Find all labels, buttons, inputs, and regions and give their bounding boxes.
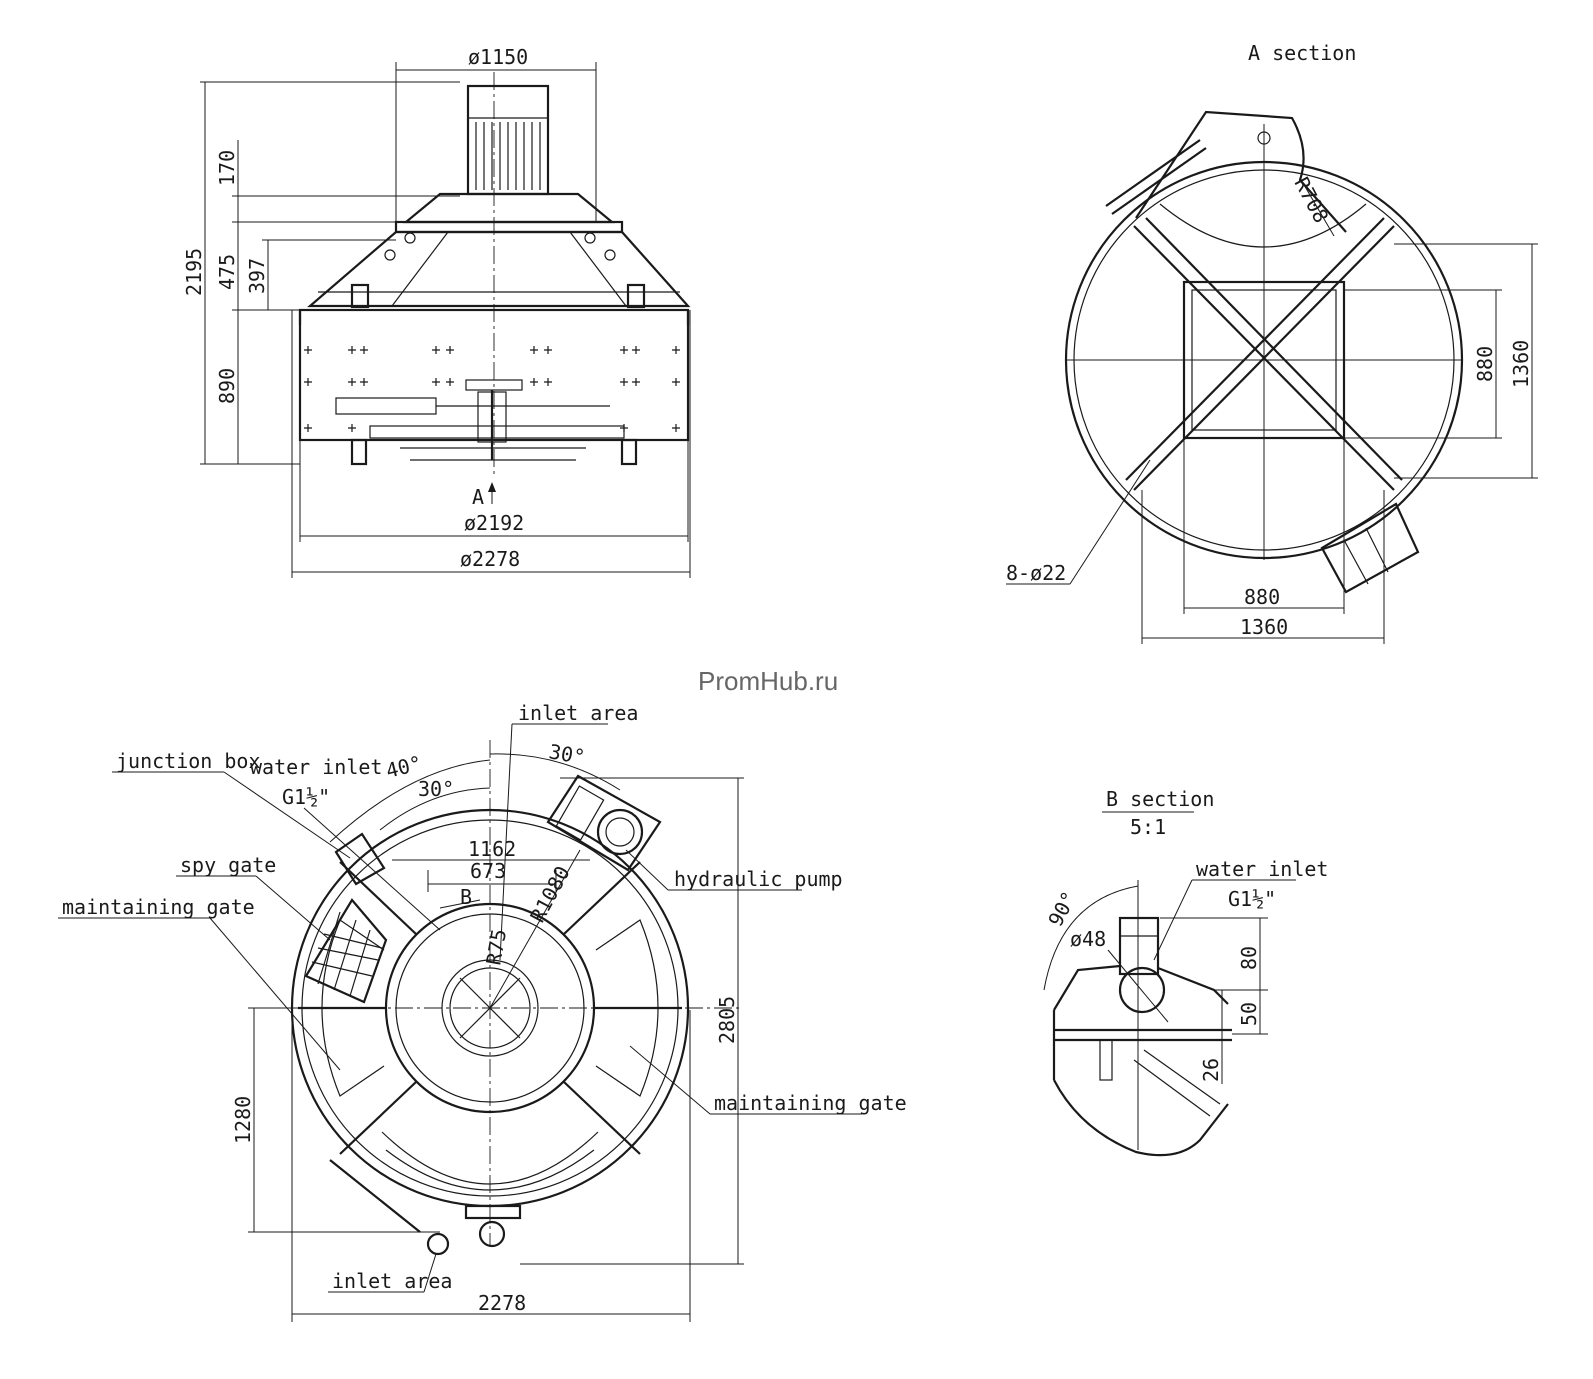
section-a-view: A section R708 880 1360 — [1006, 41, 1538, 644]
section-b-scale: 5:1 — [1130, 815, 1166, 839]
dim-top-diameter: ø1150 — [468, 45, 528, 69]
angle-90: 90° — [1043, 887, 1081, 930]
section-mark-a: A — [472, 485, 484, 509]
dim-holes: 8-ø22 — [1006, 561, 1066, 585]
dim-50: 50 — [1237, 1002, 1261, 1026]
label-junction-box: junction box — [116, 749, 261, 773]
dim-2805: 2805 — [715, 996, 739, 1044]
dim-outer-diameter: ø2278 — [460, 547, 520, 571]
dim-673: 673 — [470, 859, 506, 883]
plan-view: inlet area junction box water inlet G1½"… — [58, 701, 907, 1322]
dim-2195: 2195 — [182, 248, 206, 296]
spy-gate-grid — [304, 898, 388, 1004]
dim-1280: 1280 — [231, 1096, 255, 1144]
dim-48: ø48 — [1070, 927, 1106, 951]
drum-bolt-marks — [304, 346, 680, 432]
label-hydraulic-pump: hydraulic pump — [674, 867, 843, 891]
watermark: PromHub.ru — [698, 666, 838, 696]
dim-1162: 1162 — [468, 837, 516, 861]
label-water-inlet: water inlet — [250, 755, 382, 779]
cover-bracket-left — [350, 283, 370, 309]
label-water-inlet-size-b: G1½" — [1228, 887, 1276, 911]
dim-1360-vertical: 1360 — [1509, 340, 1533, 388]
dim-r75: R75 — [481, 927, 511, 967]
dim-80: 80 — [1237, 946, 1261, 970]
dim-475: 475 — [215, 254, 239, 290]
section-b-view: B section 5:1 water inlet G1½" 90° ø48 8… — [1043, 787, 1328, 1157]
mixer-cover — [307, 230, 691, 308]
dim-397: 397 — [245, 258, 269, 294]
label-inlet-area-top: inlet area — [518, 701, 638, 725]
cover-bracket-right — [626, 283, 646, 309]
gearbox-cone — [402, 192, 616, 224]
label-water-inlet-size: G1½" — [282, 785, 330, 809]
label-maintaining-gate-left: maintaining gate — [62, 895, 255, 919]
label-spy-gate: spy gate — [180, 853, 276, 877]
angle-30-left: 30° — [418, 777, 454, 801]
motor-fins — [468, 117, 548, 190]
dim-1360-horizontal: 1360 — [1240, 615, 1288, 639]
front-view: ø1150 2195 170 475 890 397 A ø2192 ø2278 — [182, 45, 691, 578]
dim-880-horizontal: 880 — [1244, 585, 1280, 609]
pipe-bore — [1118, 966, 1166, 1014]
dim-880-vertical: 880 — [1473, 346, 1497, 382]
plan-radial-arms — [298, 861, 682, 1155]
inlet-pipe — [1118, 916, 1160, 976]
label-water-inlet-b: water inlet — [1196, 857, 1328, 881]
section-a-title: A section — [1248, 41, 1356, 65]
section-mark-b: B — [460, 885, 472, 909]
label-maintaining-gate-right: maintaining gate — [714, 1091, 907, 1115]
dim-170: 170 — [215, 150, 239, 186]
hydraulic-pump — [546, 774, 662, 872]
gearbox-flange — [394, 220, 624, 234]
angle-30-right: 30° — [547, 739, 587, 769]
dim-inner-diameter: ø2192 — [464, 511, 524, 535]
dim-26: 26 — [1199, 1058, 1223, 1082]
outlet-flange — [1320, 502, 1420, 594]
discharge-lobe — [1135, 110, 1347, 233]
dim-890: 890 — [215, 368, 239, 404]
label-inlet-area-bottom: inlet area — [332, 1269, 452, 1293]
section-b-title: B section — [1106, 787, 1214, 811]
dim-2278-plan: 2278 — [478, 1291, 526, 1315]
